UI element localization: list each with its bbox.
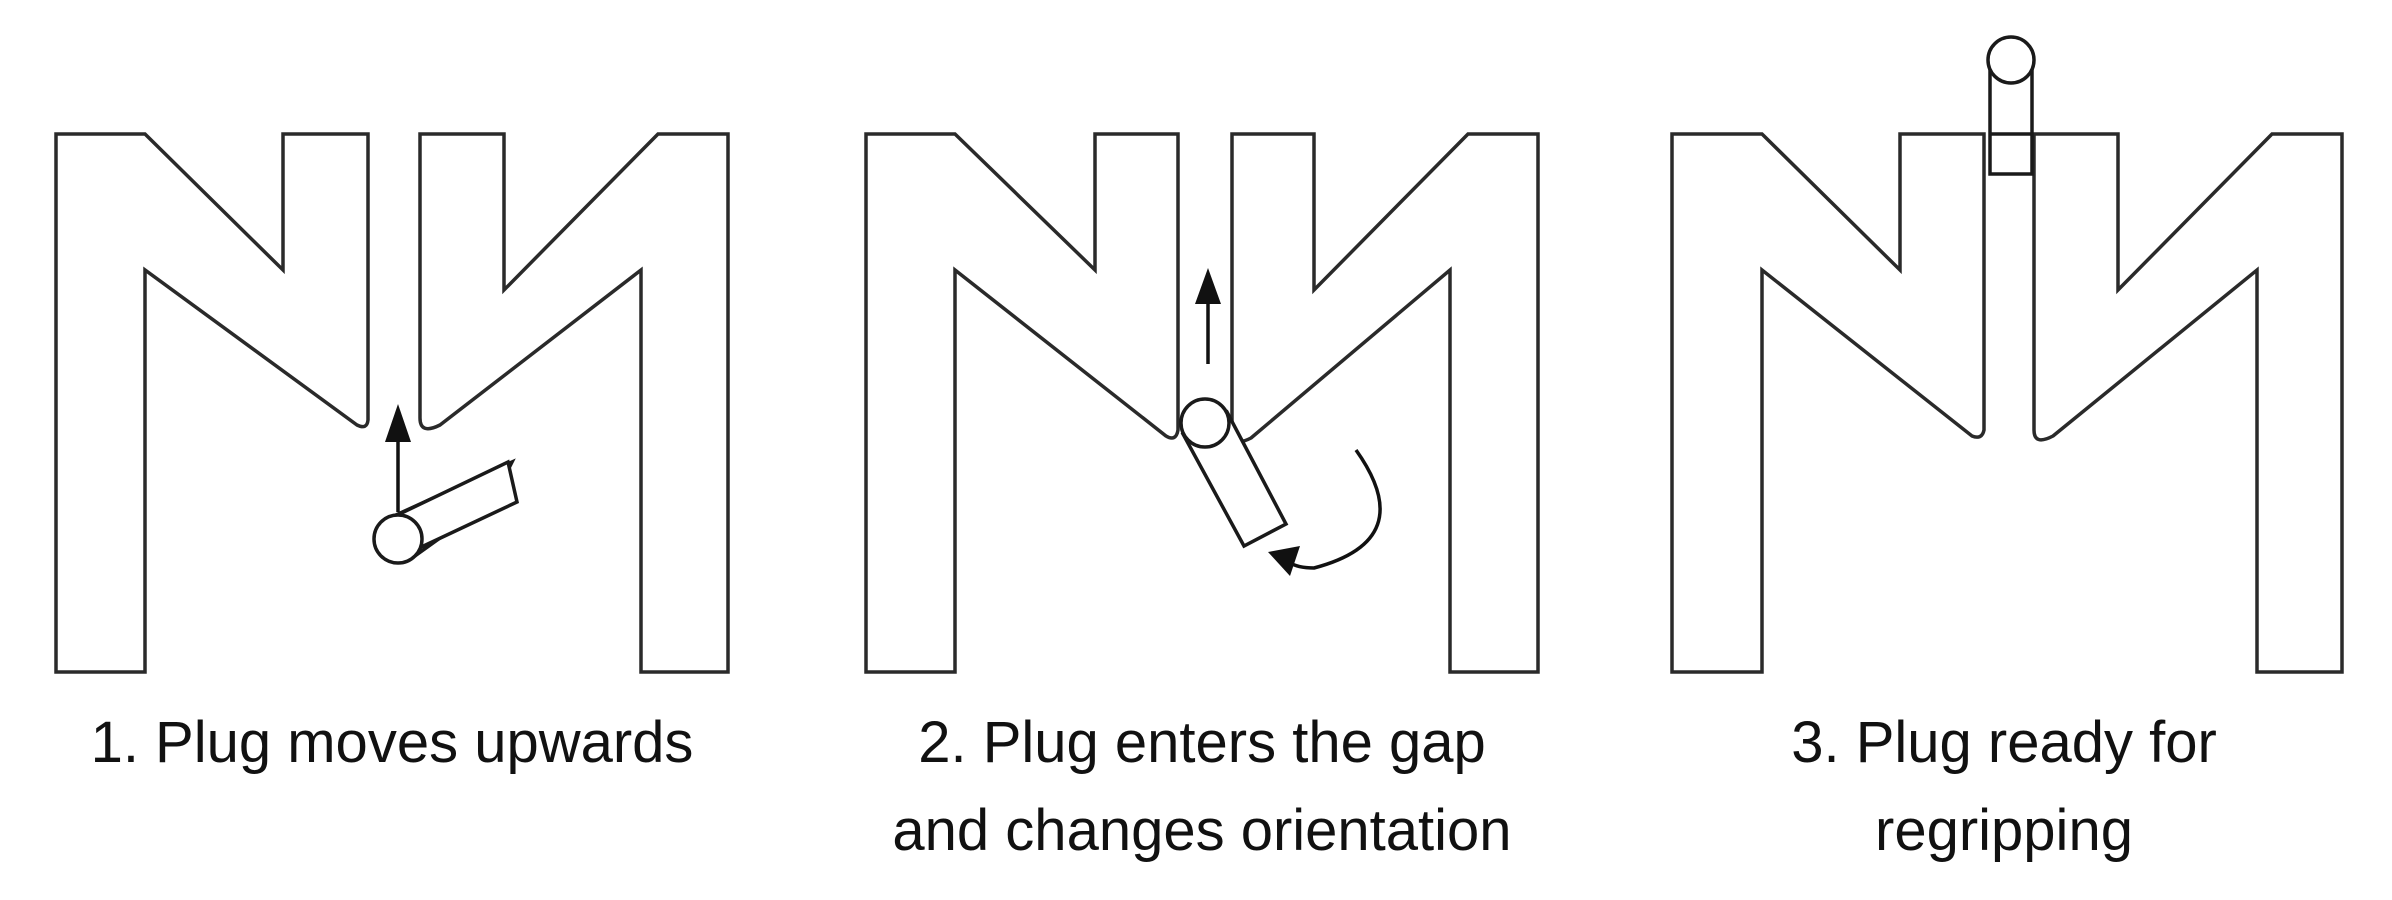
gripper-left-jaw xyxy=(1670,132,1986,674)
gripper-right-jaw xyxy=(418,132,730,674)
up-arrow xyxy=(1195,268,1221,364)
caption-line: and changes orientation xyxy=(892,798,1511,863)
caption-line: 2. Plug enters the gap xyxy=(918,710,1486,775)
caption-line: 1. Plug moves upwards xyxy=(91,710,694,775)
up-arrow xyxy=(385,404,411,512)
panel-1 xyxy=(54,132,730,674)
panel-2 xyxy=(864,132,1540,674)
plug xyxy=(1179,397,1289,549)
caption-3: 3. Plug ready for regripping xyxy=(1791,710,2217,863)
caption-2: 2. Plug enters the gap and changes orien… xyxy=(892,710,1511,863)
rotation-arrow xyxy=(1268,448,1382,576)
gripper-right-jaw xyxy=(1230,132,1540,674)
caption-line: 3. Plug ready for xyxy=(1791,710,2217,775)
gripper-right-jaw xyxy=(2032,132,2344,674)
caption-1: 1. Plug moves upwards xyxy=(91,710,694,775)
gripper-left-jaw xyxy=(864,132,1180,674)
plug xyxy=(372,458,520,565)
panel-3 xyxy=(1670,35,2344,674)
plug xyxy=(1986,35,2036,176)
caption-line: regripping xyxy=(1875,798,2133,863)
gripper-left-jaw xyxy=(54,132,370,674)
